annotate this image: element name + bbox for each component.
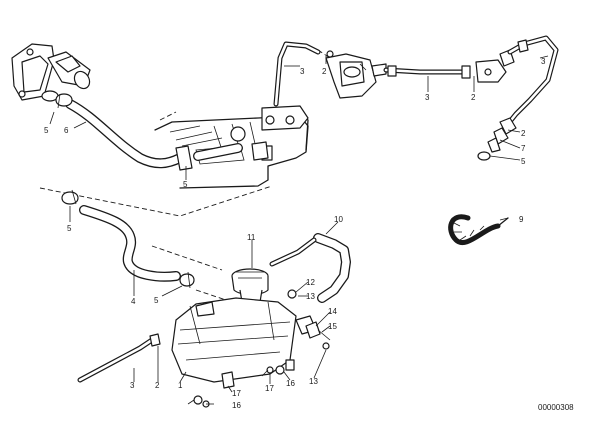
callout-16: 16: [232, 401, 241, 410]
fasteners-bottom: [187, 359, 295, 408]
expansion-tank: [171, 297, 317, 389]
tube-lower-left: [77, 333, 161, 383]
callout-2: 2: [471, 93, 476, 102]
engine-hose-stub: [193, 141, 269, 161]
engine-block: [154, 105, 309, 189]
hose-clamp-5d: [179, 271, 195, 289]
callout-3: 3: [425, 93, 430, 102]
hose-9: [448, 214, 509, 245]
overflow-tube: [269, 237, 317, 267]
callout-2: 2: [521, 129, 526, 138]
callout-14: 14: [328, 307, 337, 316]
callout-9: 9: [519, 215, 524, 224]
hose-10: [313, 233, 351, 303]
callout-6: 6: [64, 126, 69, 135]
callout-3: 3: [130, 381, 135, 390]
hose-4: [79, 205, 181, 282]
callout-7: 7: [521, 144, 526, 153]
callout-2: 2: [322, 67, 327, 76]
callout-5: 5: [521, 157, 526, 166]
callout-11: 11: [247, 233, 256, 242]
callout-5: 5: [183, 180, 188, 189]
leader-lines: [49, 55, 549, 405]
document-number: 00000308: [538, 403, 574, 412]
callout-3: 3: [300, 67, 305, 76]
callout-5: 5: [44, 126, 49, 135]
callout-16: 16: [286, 379, 295, 388]
tube-top-left: [273, 41, 321, 107]
callout-5: 5: [67, 224, 72, 233]
callout-15: 15: [328, 322, 337, 331]
tube-top-middle: [383, 65, 471, 79]
callout-numbers: 5 6 5 5 4 5 3 2 3 2 3 2 7 5 9 10 11 12 1…: [44, 57, 546, 410]
thermostat-housing: [11, 43, 91, 102]
callout-17: 17: [265, 384, 274, 393]
callout-12: 12: [306, 278, 315, 287]
callout-17: 17: [232, 389, 241, 398]
callout-3: 3: [541, 57, 546, 66]
callout-1: 1: [178, 381, 183, 390]
callout-13: 13: [306, 292, 315, 301]
temperature-sensor: [477, 117, 517, 161]
callout-2: 2: [155, 381, 160, 390]
hose-clamp-5c: [61, 189, 79, 205]
callout-13: 13: [309, 377, 318, 386]
tube-top-right: [505, 35, 559, 127]
hose-clamp-5a: [55, 93, 73, 109]
callout-4: 4: [131, 297, 136, 306]
tap-fitting: [475, 49, 515, 83]
callout-5: 5: [154, 296, 159, 305]
callout-10: 10: [334, 215, 343, 224]
hose-6: [65, 99, 193, 171]
valve-assembly: [325, 50, 387, 99]
